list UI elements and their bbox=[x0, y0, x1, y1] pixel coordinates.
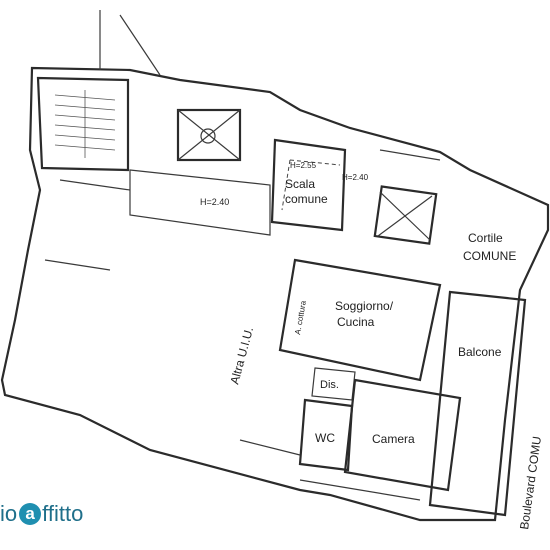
scala-comune-area bbox=[270, 138, 347, 232]
watermark-brand-letter: a bbox=[19, 503, 42, 525]
label-soggiorno: Soggiorno/ bbox=[335, 299, 394, 313]
label-boulevard: Boulevard COMU bbox=[517, 435, 544, 530]
building-outline bbox=[0, 66, 550, 522]
label-dis: Dis. bbox=[320, 379, 339, 391]
label-cucina: Cucina bbox=[337, 315, 375, 329]
label-a-cottura: A. cottura bbox=[293, 300, 308, 336]
watermark-suffix: ffitto bbox=[42, 501, 84, 526]
elevator-shaft-right bbox=[373, 185, 438, 245]
stair-block-left bbox=[36, 76, 130, 172]
label-comune: comune bbox=[285, 192, 328, 206]
elevator-shaft-left bbox=[176, 108, 242, 162]
label-h240-right: H=2.40 bbox=[342, 173, 369, 182]
label-wc: WC bbox=[315, 431, 335, 445]
wc-room bbox=[298, 398, 354, 472]
camera-room bbox=[343, 378, 462, 492]
watermark-prefix: io bbox=[0, 501, 18, 526]
balcone-area bbox=[428, 290, 527, 517]
stair-hatching bbox=[54, 90, 116, 158]
label-scala: Scala bbox=[285, 177, 315, 191]
corridor-upper bbox=[129, 169, 271, 236]
label-h255: H=2.55 bbox=[290, 161, 317, 170]
label-h240-left: H=2.40 bbox=[200, 197, 229, 207]
soggiorno-room bbox=[278, 258, 442, 382]
label-comune-cortile: COMUNE bbox=[463, 249, 516, 263]
label-altra-uiu: Altra U.I.U. bbox=[227, 325, 256, 385]
label-camera: Camera bbox=[372, 432, 415, 446]
label-cortile: Cortile bbox=[468, 231, 503, 245]
label-balcone: Balcone bbox=[458, 345, 502, 359]
